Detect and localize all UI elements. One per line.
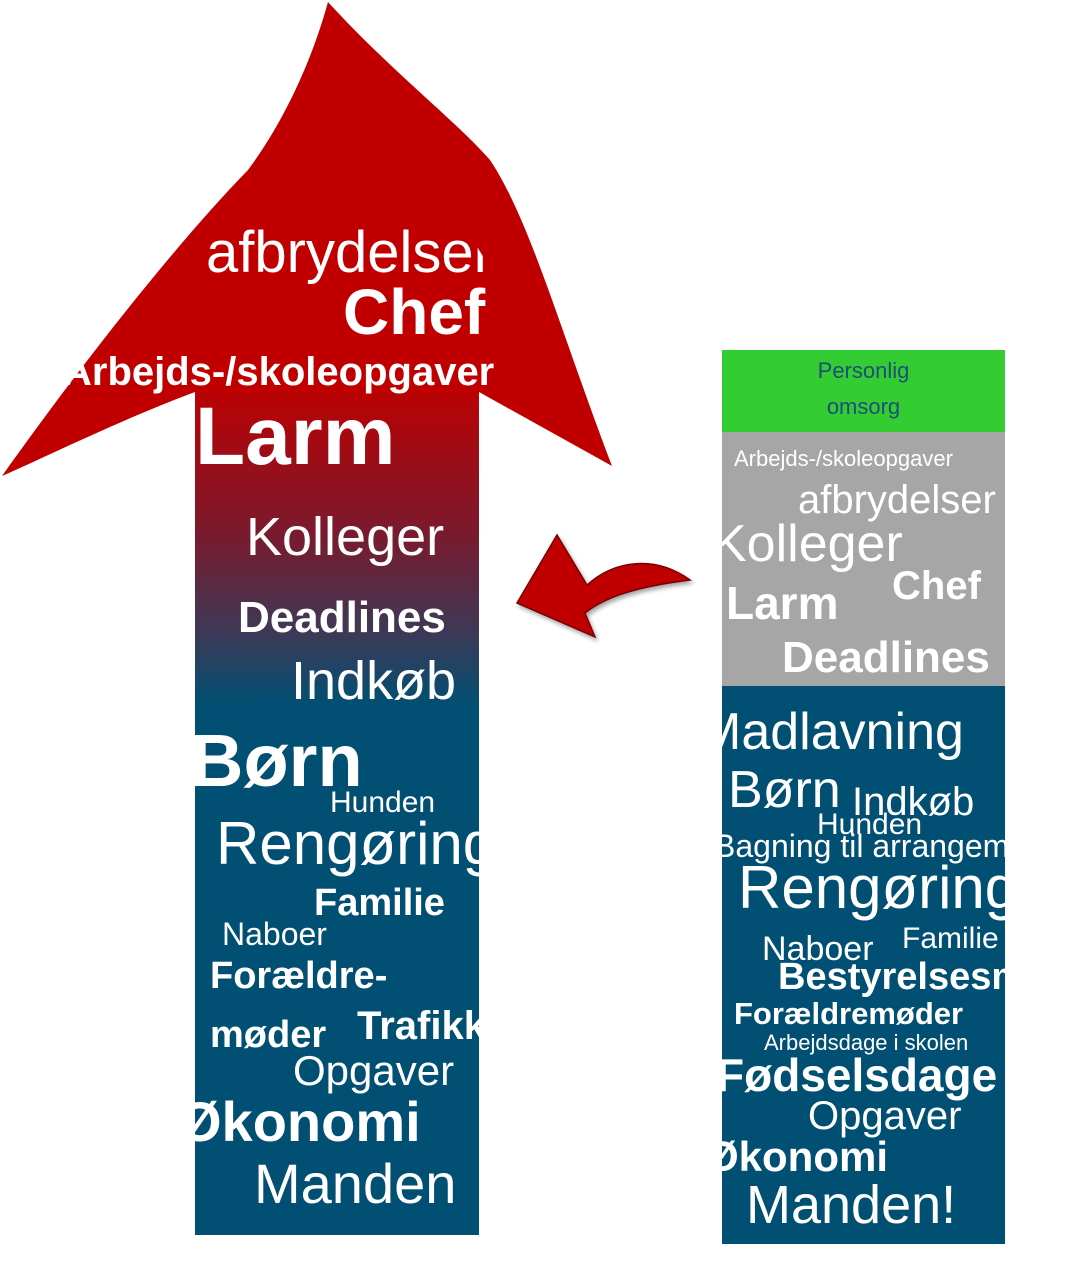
home-word-hunden: Hunden	[817, 808, 923, 841]
work-word-kolleger: Kolleger	[722, 515, 903, 573]
personal-care-line-2: omsorg	[826, 394, 901, 419]
home-word-familie: Familie	[902, 922, 999, 955]
work-word-deadlines: Deadlines	[782, 633, 990, 682]
word-kolleger: Kolleger	[246, 507, 445, 567]
word-opgaver: Opgaver	[293, 1047, 455, 1094]
home-word-opgaver: Opgaver	[808, 1094, 962, 1138]
home-word-madlavning: Madlavning	[722, 703, 964, 761]
work-word-afbrydelser: afbrydelser	[798, 478, 996, 522]
right-column: Personlig omsorg Arbejds-/skoleopgaver a…	[722, 350, 1005, 1244]
home-word-naboer: Naboer	[762, 930, 874, 968]
word-familie: Familie	[314, 882, 445, 924]
work-block: Arbejds-/skoleopgaver afbrydelser Kolleg…	[722, 432, 1005, 686]
curved-arrow-icon	[515, 533, 692, 639]
word-hunden: Hunden	[330, 786, 436, 819]
word-born: Børn	[190, 719, 363, 802]
word-moder: møder	[210, 1014, 327, 1056]
word-foraeldre: Forældre-	[210, 955, 388, 997]
home-word-indkob: Indkøb	[852, 780, 975, 824]
word-rengoring: Rengøring	[216, 810, 497, 877]
word-larm: Larm	[195, 391, 396, 482]
home-block: Madlavning Børn Indkøb Hunden Bagning ti…	[722, 686, 1005, 1244]
personal-care-line-1: Personlig	[817, 358, 910, 383]
home-word-foraeldremoder: Forældremøder	[734, 996, 964, 1031]
home-word-bestyrelsesmoder: Bestyrelsesmøder	[778, 956, 1005, 998]
arrow-shaft	[195, 380, 479, 1235]
work-word-arbejds: Arbejds-/skoleopgaver	[734, 446, 953, 471]
home-word-born: Børn	[728, 761, 841, 819]
word-indkob: Indkøb	[291, 651, 457, 711]
home-word-rengoring: Rengøring	[738, 854, 1005, 921]
home-word-arbejdsdage: Arbejdsdage i skolen	[764, 1030, 969, 1055]
word-chef: Chef	[343, 276, 486, 348]
word-afbrydelser: afbrydelser	[206, 220, 493, 285]
home-word-bagning: Bagning til arrangementer	[722, 828, 1005, 864]
word-naboer: Naboer	[222, 916, 327, 952]
word-deadlines: Deadlines	[238, 593, 446, 642]
work-word-larm: Larm	[726, 577, 839, 629]
personal-care-block: Personlig omsorg	[722, 350, 1005, 432]
work-word-chef: Chef	[892, 564, 981, 608]
home-word-manden: Manden!	[746, 1175, 957, 1235]
word-manden: Manden	[254, 1152, 457, 1215]
home-word-okonomi: Økonomi	[722, 1133, 889, 1180]
word-arbejds-skoleopgaver: Arbejds-/skoleopgaver	[63, 350, 495, 394]
word-okonomi: Økonomi	[178, 1090, 421, 1153]
arrow-head	[2, 2, 612, 476]
home-word-fodselsdage: Fødselsdage	[722, 1049, 998, 1101]
